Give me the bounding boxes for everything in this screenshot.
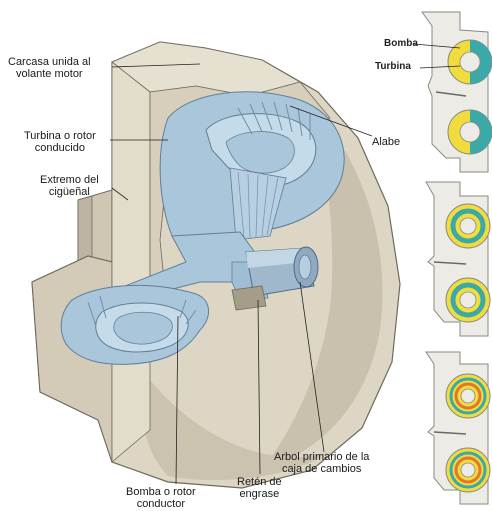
label-turbina: Turbina o rotor conducido [24,130,96,154]
label-arbol: Arbol primario de la caja de cambios [274,451,369,475]
label-arbol-line2: caja de cambios [274,463,369,475]
side-label-turbina: Turbina [375,61,411,72]
side-diagram-1 [414,12,492,172]
side-label-bomba: Bomba [384,38,418,49]
label-alabe: Alabe [372,136,400,148]
label-extremo: Extremo del cigüeñal [40,174,99,198]
label-carcasa-line1: Carcasa unida al [8,56,91,68]
side-diagram-2 [426,182,490,336]
label-bomba: Bomba o rotor conductor [126,486,196,510]
label-reten-line1: Retén de [237,476,282,488]
label-bomba-line2: conductor [126,498,196,510]
label-turbina-line1: Turbina o rotor [24,130,96,142]
label-alabe-text: Alabe [372,136,400,148]
label-reten-line2: engrase [237,488,282,500]
label-bomba-line1: Bomba o rotor [126,486,196,498]
label-carcasa: Carcasa unida al volante motor [8,56,91,80]
label-carcasa-line2: volante motor [8,68,91,80]
label-extremo-line2: cigüeñal [40,186,99,198]
label-turbina-line2: conducido [24,142,96,154]
label-reten: Retén de engrase [237,476,282,500]
label-extremo-line1: Extremo del [40,174,99,186]
label-arbol-line1: Arbol primario de la [274,451,369,463]
side-diagram-3 [426,352,490,504]
